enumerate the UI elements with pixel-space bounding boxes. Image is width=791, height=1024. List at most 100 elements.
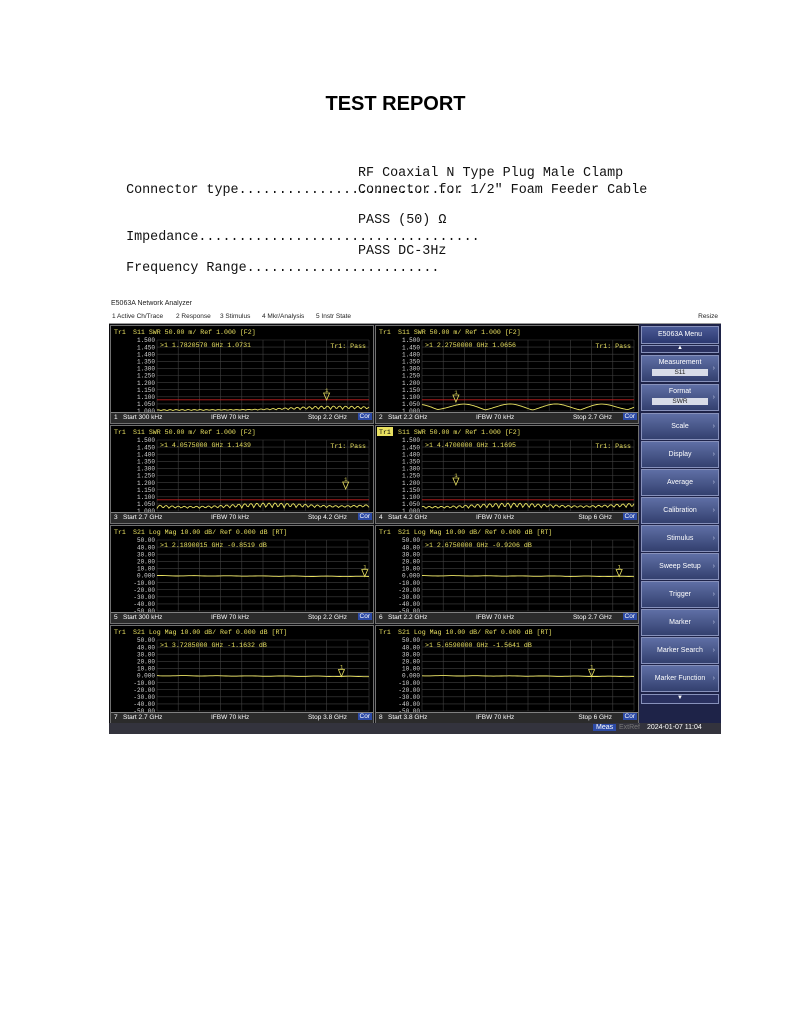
trace-header: S11 SWR 50.00 m/ Ref 1.000 [F2] bbox=[398, 429, 521, 436]
ifbw: IFBW 70 kHz bbox=[211, 614, 250, 621]
y-tick-label: 20.00 bbox=[137, 559, 155, 566]
trace-line bbox=[157, 575, 370, 578]
chevron-right-icon: › bbox=[712, 591, 715, 598]
chevron-right-icon: › bbox=[712, 563, 715, 570]
stop-frequency: Stop 2.7 GHz bbox=[572, 614, 612, 621]
y-tick-label: 0.000 bbox=[402, 673, 420, 680]
softkey-sweep-setup[interactable]: Sweep Setup› bbox=[641, 553, 719, 580]
softkey-stimulus[interactable]: Stimulus› bbox=[641, 525, 719, 552]
y-tick-label: 30.00 bbox=[137, 651, 155, 658]
y-tick-label: 1.500 bbox=[137, 437, 155, 444]
trace-tag: Tr1 bbox=[379, 429, 391, 436]
y-tick-label: 1.450 bbox=[402, 444, 420, 451]
softkey-label: Average bbox=[667, 479, 693, 486]
menu-stimulus[interactable]: 3 Stimulus bbox=[220, 313, 251, 320]
y-tick-label: 50.00 bbox=[137, 537, 155, 544]
y-tick-label: -10.00 bbox=[133, 580, 155, 587]
marker-triangle-icon bbox=[452, 394, 460, 404]
y-tick-label: -20.00 bbox=[398, 687, 420, 694]
scroll-up-button[interactable]: ▲ bbox=[641, 345, 719, 353]
marker-readout: >1 1.7820570 GHz 1.0731 bbox=[160, 342, 251, 349]
softkey-value: S11 bbox=[652, 369, 708, 376]
menu-mkr-analysis[interactable]: 4 Mkr/Analysis bbox=[262, 313, 305, 320]
stop-frequency: Stop 6 GHz bbox=[578, 514, 612, 521]
chevron-right-icon: › bbox=[712, 535, 715, 542]
marker-number: 1 bbox=[340, 664, 344, 671]
trace-line bbox=[421, 502, 635, 509]
panel-number: 3 bbox=[114, 514, 118, 521]
trace-header: S21 Log Mag 10.00 dB/ Ref 0.000 dB [RT] bbox=[398, 529, 552, 536]
resize-button[interactable]: Resize bbox=[698, 313, 718, 320]
marker-number: 1 bbox=[363, 564, 367, 571]
y-tick-label: 40.00 bbox=[402, 644, 420, 651]
softkey-marker[interactable]: Marker› bbox=[641, 609, 719, 636]
softkey-label: Measurement bbox=[658, 359, 702, 366]
softkey-marker-search[interactable]: Marker Search› bbox=[641, 637, 719, 664]
y-tick-label: 1.200 bbox=[137, 480, 155, 487]
softkey-marker-function[interactable]: Marker Function› bbox=[641, 665, 719, 692]
chevron-down-icon: ▼ bbox=[677, 695, 683, 701]
spec-value: PASS (50) Ω bbox=[358, 213, 447, 228]
status-bar: Meas ExtRef 2024-01-07 11:04 bbox=[109, 723, 721, 734]
trace-panel-5[interactable]: Tr1 S21 Log Mag 10.00 dB/ Ref 0.000 dB [R… bbox=[110, 525, 374, 624]
trace-header: S21 Log Mag 10.00 dB/ Ref 0.000 dB [RT] bbox=[133, 529, 287, 536]
y-tick-label: 1.350 bbox=[137, 359, 155, 366]
panel-number: 8 bbox=[379, 714, 383, 721]
y-tick-label: 1.150 bbox=[402, 387, 420, 394]
y-tick-label: 1.450 bbox=[137, 444, 155, 451]
trace-tag: Tr1 bbox=[114, 529, 126, 536]
trace-line bbox=[156, 502, 370, 510]
y-tick-label: 1.350 bbox=[137, 459, 155, 466]
start-frequency: Start 300 kHz bbox=[123, 614, 163, 621]
y-tick-label: 1.500 bbox=[402, 337, 420, 344]
panel-number: 6 bbox=[379, 614, 383, 621]
ifbw: IFBW 70 kHz bbox=[211, 414, 250, 421]
softkey-label: Calibration bbox=[663, 507, 697, 514]
correction-badge: Cor bbox=[357, 413, 372, 420]
y-tick-label: 1.450 bbox=[402, 344, 420, 351]
status-extref: ExtRef bbox=[619, 724, 641, 731]
correction-badge: Cor bbox=[357, 513, 372, 520]
chevron-right-icon: › bbox=[712, 451, 715, 458]
menu-active-ch-trace[interactable]: 1 Active Ch/Trace bbox=[112, 313, 164, 320]
marker-triangle-icon bbox=[361, 569, 369, 578]
y-tick-label: 40.00 bbox=[137, 544, 155, 551]
softkey-display[interactable]: Display› bbox=[641, 441, 719, 468]
menu-response[interactable]: 2 Response bbox=[176, 313, 211, 320]
trace-tag: Tr1 bbox=[114, 329, 126, 336]
trace-line bbox=[156, 675, 369, 678]
y-tick-label: 20.00 bbox=[402, 559, 420, 566]
softkey-trigger[interactable]: Trigger› bbox=[641, 581, 719, 608]
menu-instr-state[interactable]: 5 Instr State bbox=[316, 313, 352, 320]
softkey-scale[interactable]: Scale› bbox=[641, 413, 719, 440]
chevron-up-icon: ▲ bbox=[677, 345, 683, 351]
y-tick-label: 1.150 bbox=[137, 387, 155, 394]
panel-number: 7 bbox=[114, 714, 118, 721]
softkey-calibration[interactable]: Calibration› bbox=[641, 497, 719, 524]
marker-number: 1 bbox=[454, 389, 458, 396]
y-tick-label: 1.050 bbox=[402, 401, 420, 408]
scroll-down-button[interactable]: ▼ bbox=[641, 694, 719, 704]
y-tick-label: 40.00 bbox=[402, 544, 420, 551]
softkey-average[interactable]: Average› bbox=[641, 469, 719, 496]
marker-readout: >1 3.7285000 GHz -1.1632 dB bbox=[160, 642, 267, 649]
chevron-right-icon: › bbox=[712, 647, 715, 654]
y-tick-label: -10.00 bbox=[133, 680, 155, 687]
start-frequency: Start 2.7 GHz bbox=[123, 514, 163, 521]
y-tick-label: -30.00 bbox=[133, 694, 155, 701]
y-tick-label: 1.000 bbox=[137, 408, 155, 415]
menu-header: E5063A Menu bbox=[641, 326, 719, 344]
